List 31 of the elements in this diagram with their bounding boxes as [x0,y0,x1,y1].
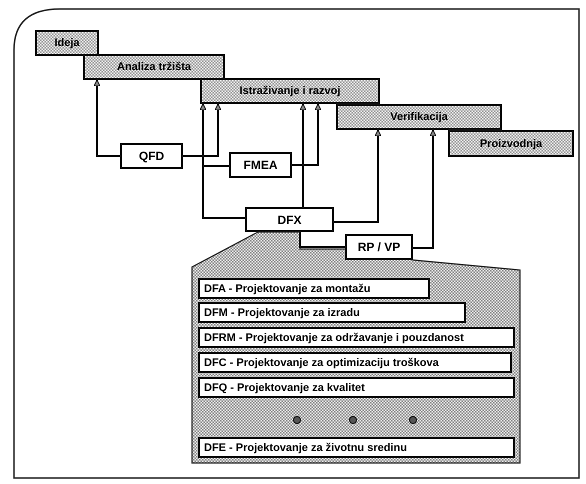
method-row: DFC - Projektovanje za optimizaciju troškova [198,352,512,373]
method-row: DFE - Projektovanje za životnu sredinu [198,437,515,458]
stage-box [336,104,502,130]
arrow [200,104,229,167]
arrow [183,104,222,157]
box-label: RP / VP [358,240,400,254]
method-row: DFQ - Projektovanje za kvalitet [198,377,515,398]
stage-box [448,130,574,157]
box-label: Istraživanje i razvoj [240,85,340,97]
box-label: QFD [138,149,164,163]
method-box [345,234,413,260]
arrow [94,80,120,157]
stage-box [200,78,380,104]
method-box [120,143,183,169]
box-label: Analiza tržišta [117,61,191,73]
method-box [229,152,292,178]
box-label: Proizvodnja [480,138,542,150]
box-label: Ideja [54,37,80,49]
box-label: DFX [278,212,302,226]
method-row: DFM - Projektovanje za izradu [198,302,466,323]
method-box [245,207,334,232]
arrow [292,104,322,166]
arrow [334,130,382,223]
stage-box [35,30,99,56]
method-row: DFRM - Projektovanje za održavanje i pouzdanost [198,327,515,348]
arrow [300,104,306,207]
box-label: FMEA [244,158,278,172]
arrow [413,130,436,249]
method-row: DFA - Projektovanje za montažu [198,278,430,299]
stage-box [83,54,225,80]
box-label: Verifikacija [390,111,448,123]
